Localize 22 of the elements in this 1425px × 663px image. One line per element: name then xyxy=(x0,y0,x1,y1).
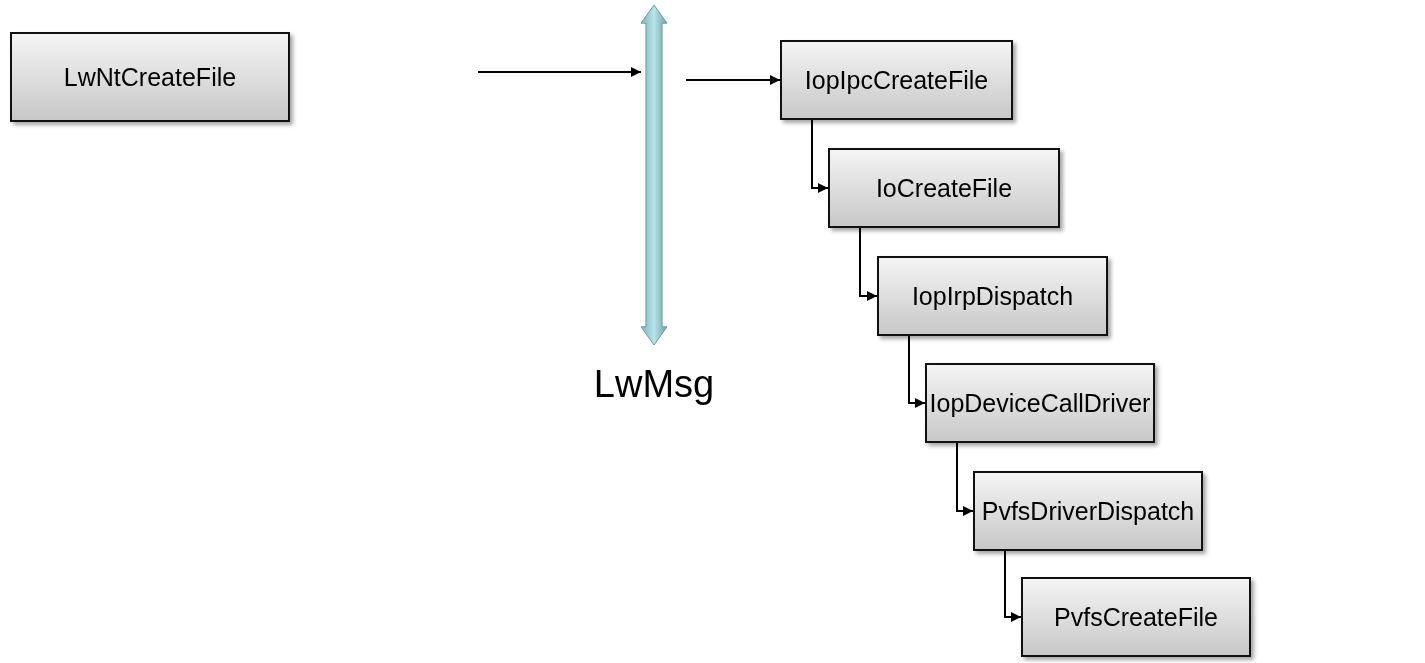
process-box xyxy=(780,40,1013,120)
arrow xyxy=(859,227,878,301)
function-name: IopDeviceCallDriver xyxy=(929,388,1151,418)
function-name: IopIrpDispatch xyxy=(911,281,1074,311)
bus-label: LwMsg xyxy=(593,363,715,406)
arrow xyxy=(477,67,642,77)
arrow xyxy=(908,335,926,408)
process-box xyxy=(877,256,1108,336)
function-name: IopIpcCreateFile xyxy=(804,65,989,95)
process-box xyxy=(10,32,290,122)
arrow xyxy=(811,119,829,193)
arrow xyxy=(1004,550,1022,622)
function-name: LwNtCreateFile xyxy=(63,62,237,92)
function-name: PvfsDriverDispatch xyxy=(981,496,1195,526)
arrow xyxy=(685,75,781,85)
process-box xyxy=(925,363,1155,443)
process-box xyxy=(1021,577,1251,657)
function-name: IoCreateFile xyxy=(875,173,1013,203)
process-box xyxy=(973,471,1203,551)
process-box xyxy=(828,148,1060,228)
arrow xyxy=(956,442,974,516)
function-name: PvfsCreateFile xyxy=(1054,602,1218,632)
